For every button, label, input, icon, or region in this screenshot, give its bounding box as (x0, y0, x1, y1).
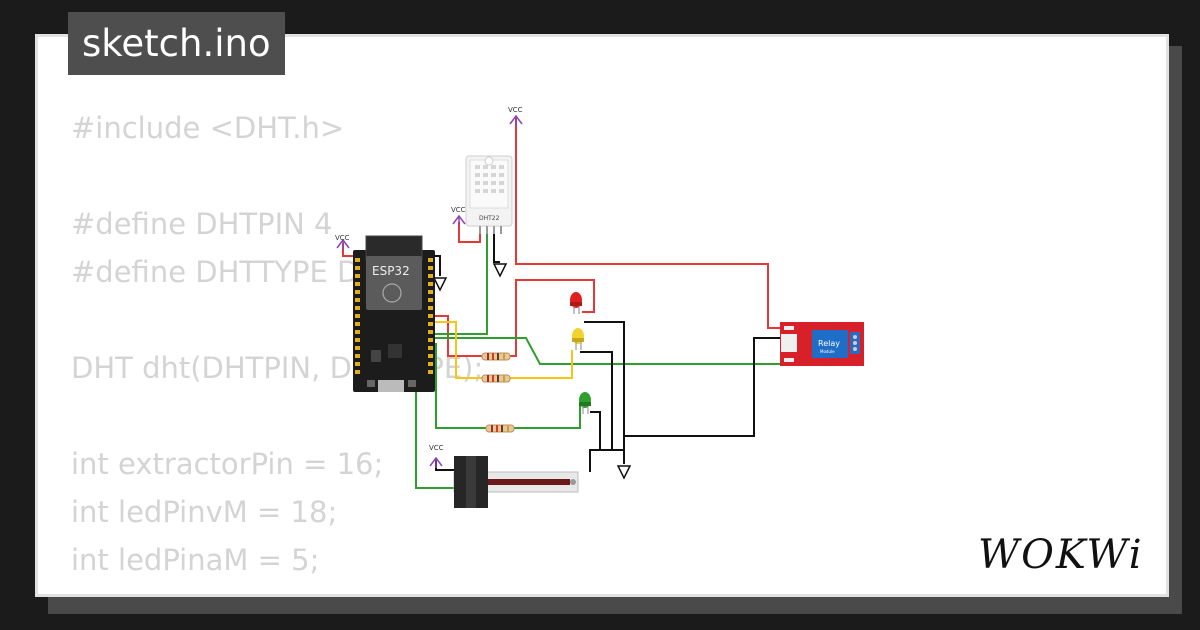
ground-symbols (432, 263, 632, 480)
led-yellow (572, 328, 584, 350)
vcc-label: VCC (508, 106, 523, 114)
wire-black-led3-gnd (590, 411, 601, 450)
led-red (570, 292, 582, 314)
wire-black-led-gnd (584, 321, 625, 464)
wire-red-relay-vcc (515, 118, 784, 329)
file-title-tag: sketch.ino (68, 12, 285, 75)
vcc-symbol (429, 456, 443, 468)
led-green (579, 392, 591, 414)
relay-label: Relay (818, 339, 840, 348)
vcc-label: VCC (451, 206, 466, 214)
wire-black-dht-gnd (493, 232, 500, 263)
vcc-label: VCC (335, 234, 350, 242)
esp32-board: ESP32 (353, 235, 435, 392)
resistor (485, 424, 515, 433)
slide-potentiometer (453, 456, 579, 508)
vcc-symbol (452, 214, 466, 226)
wire-yellow-led (432, 321, 573, 379)
wire-black-led2-gnd (580, 351, 613, 450)
esp32-label: ESP32 (372, 264, 410, 278)
vcc-labels: VCC VCC VCC VCC (335, 106, 523, 452)
wokwi-logo: WOKWi (978, 532, 1144, 578)
relay-sublabel: Module (820, 349, 835, 354)
ground-icon (492, 263, 508, 278)
code-line: #include <DHT.h> (71, 111, 345, 145)
relay-module: Relay Module (780, 322, 864, 366)
vcc-label: VCC (429, 444, 444, 452)
resistor (481, 374, 511, 383)
code-line: int ledPinrR = 17; (71, 584, 483, 594)
vcc-symbols (336, 114, 523, 468)
wokwi-logo-text: WOKWi (978, 532, 1144, 578)
dht22-sensor: DHT22 (465, 155, 513, 234)
dht22-label: DHT22 (479, 215, 500, 222)
vcc-symbol (336, 238, 350, 250)
code-line: int ledPinvM = 18; (71, 495, 338, 529)
wire-green-dht-data (432, 232, 488, 335)
wire-black-relay-gnd (624, 337, 784, 437)
ground-icon (616, 465, 632, 480)
code-line: #define DHTPIN 4 (71, 207, 333, 241)
vcc-symbol (509, 114, 523, 126)
code-line: int extractorPin = 16; (71, 447, 384, 481)
preview-card: #include <DHT.h> #define DHTPIN 4 #defin… (35, 34, 1169, 597)
wire-black-pot-gnd (589, 449, 624, 472)
code-line: int ledPinaM = 5; (71, 543, 320, 577)
ground-icon (432, 277, 448, 292)
resistor (481, 352, 511, 361)
